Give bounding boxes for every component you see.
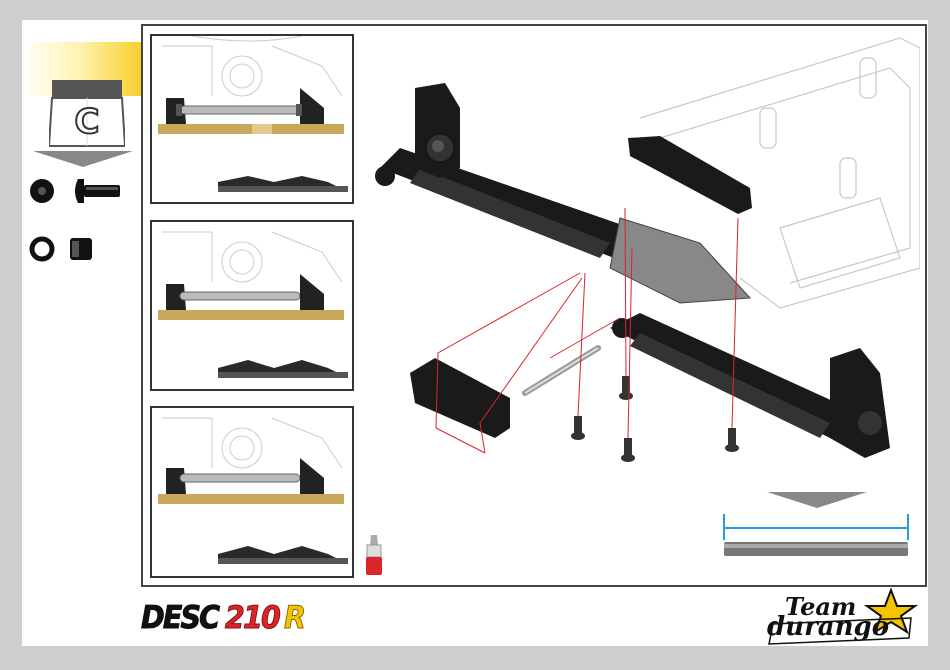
lock-nut-icon	[28, 234, 124, 264]
product-logo-suffix: R	[284, 600, 304, 636]
detail-panel-2	[150, 220, 354, 391]
detail-panel-1	[150, 34, 354, 204]
arrow-down-icon	[33, 151, 133, 169]
product-logo-red: 210	[225, 600, 279, 636]
hinge-pin-length-guide	[722, 510, 912, 562]
parts-bag-icon: C	[49, 80, 125, 148]
brand-logo-line2: durango	[767, 612, 889, 642]
arrow-down-icon	[767, 492, 867, 510]
detail-panel-3	[150, 406, 354, 578]
product-logo-black: DESC	[141, 600, 218, 636]
button-head-screw-icon	[28, 176, 124, 206]
brand-logo: Team durango	[763, 588, 923, 646]
bag-letter: C	[49, 102, 125, 142]
rear-arm-assembly-drawing	[360, 28, 920, 488]
threadlock-bottle-icon	[363, 535, 385, 577]
